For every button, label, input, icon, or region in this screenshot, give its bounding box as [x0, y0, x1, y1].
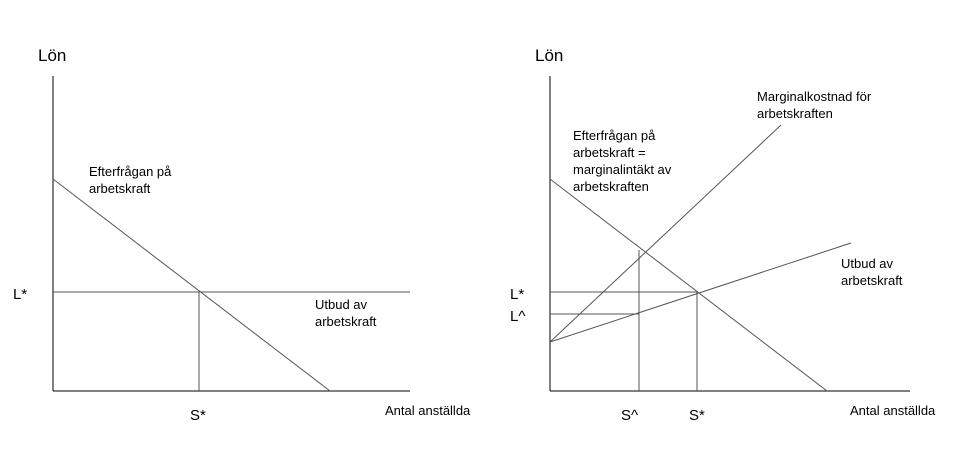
right-demand-label-line-3: marginalintäkt av [573, 162, 672, 177]
right-demand-label-line-4: arbetskraften [573, 179, 649, 194]
left-supply-label-line-1: Utbud av [315, 297, 368, 312]
right-demand-label: Efterfrågan på arbetskraft = marginalint… [573, 128, 675, 194]
right-demand-label-line-2: arbetskraft = [573, 145, 646, 160]
left-demand-label-line-2: arbetskraft [89, 181, 151, 196]
right-supply-label-line-2: arbetskraft [841, 273, 903, 288]
left-demand-curve [52, 178, 331, 392]
left-demand-label: Efterfrågan på arbetskraft [89, 164, 175, 196]
right-marginal-cost-label-line-2: arbetskraften [757, 106, 833, 121]
left-supply-label: Utbud av arbetskraft [315, 297, 377, 329]
left-wage-tick-l-star: L* [13, 286, 27, 303]
left-panel: Lön Antal anställda Efterfrågan på arbet… [13, 46, 471, 424]
right-marginal-cost-label: Marginalkostnad för arbetskraften [757, 89, 875, 121]
right-demand-label-line-1: Efterfrågan på [573, 128, 656, 143]
left-x-axis-title: Antal anställda [385, 403, 471, 418]
right-demand-curve [549, 178, 828, 392]
left-supply-label-line-2: arbetskraft [315, 314, 377, 329]
right-supply-curve [549, 242, 852, 343]
right-marginal-cost-curve [549, 124, 782, 343]
left-quantity-tick-s-star: S* [190, 407, 206, 424]
right-x-axis-title: Antal anställda [850, 403, 936, 418]
right-supply-label-line-1: Utbud av [841, 256, 894, 271]
right-y-axis-title: Lön [535, 46, 563, 65]
right-marginal-cost-label-line-1: Marginalkostnad för [757, 89, 872, 104]
right-wage-tick-l-hat: L^ [510, 308, 525, 325]
left-demand-label-line-1: Efterfrågan på [89, 164, 172, 179]
right-wage-tick-l-star: L* [510, 286, 524, 303]
right-supply-label: Utbud av arbetskraft [841, 256, 903, 288]
left-y-axis-title: Lön [38, 46, 66, 65]
right-quantity-tick-s-star: S* [689, 407, 705, 424]
right-quantity-tick-s-hat: S^ [621, 407, 638, 424]
right-panel: Lön Antal anställda Marginalkostnad för … [510, 46, 936, 424]
